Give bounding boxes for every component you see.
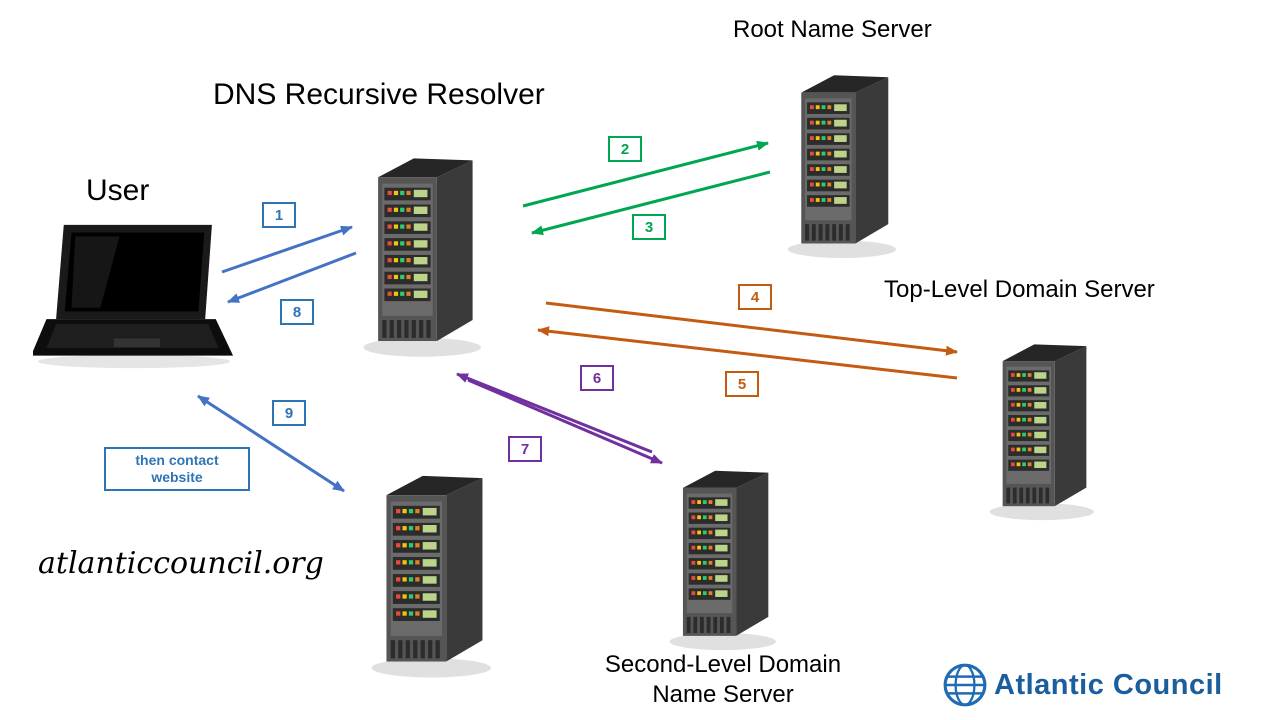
step-badge-6: 6 <box>580 365 614 391</box>
arrow-step-2 <box>522 140 769 208</box>
step-badge-9: 9 <box>272 400 306 426</box>
root-server-icon <box>780 52 896 260</box>
arrow-step-4 <box>545 301 958 356</box>
arrow-step-1 <box>221 225 353 274</box>
resolver-label: DNS Recursive Resolver <box>213 78 545 111</box>
arrow-step-7 <box>467 378 663 465</box>
resolver-server-icon <box>355 133 481 359</box>
user-laptop-icon <box>33 222 235 372</box>
website-server-icon <box>363 450 491 680</box>
arrow-step-6 <box>456 372 653 454</box>
logo-text: Atlantic Council <box>994 668 1223 701</box>
globe-icon <box>942 662 988 708</box>
tld-server-icon <box>982 322 1094 522</box>
step-badge-7: 7 <box>508 436 542 462</box>
step-badge-4: 4 <box>738 284 772 310</box>
step-badge-8: 8 <box>280 299 314 325</box>
step-badge-1: 1 <box>262 202 296 228</box>
atlantic-council-logo: Atlantic Council <box>942 662 1223 708</box>
domain-name-label: atlanticcouncil.org <box>38 546 324 581</box>
user-label: User <box>86 174 150 207</box>
then-contact-website-note: then contact website <box>104 447 250 491</box>
step-badge-3: 3 <box>632 214 666 240</box>
sld-server-icon <box>662 448 776 652</box>
step-badge-2: 2 <box>608 136 642 162</box>
tld-server-label: Top-Level Domain Server <box>884 276 1155 303</box>
sld-server-label: Second-Level Domain Name Server <box>604 651 842 708</box>
arrow-step-8 <box>227 251 357 304</box>
root-server-label: Root Name Server <box>733 16 932 43</box>
step-badge-5: 5 <box>725 371 759 397</box>
